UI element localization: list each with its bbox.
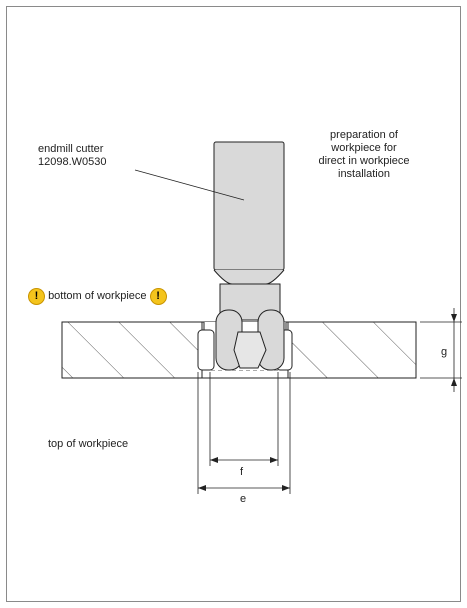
prep-line1: preparation of — [330, 129, 398, 141]
cutter-label-line1: endmill cutter — [38, 143, 104, 155]
bottom-label-text: bottom of workpiece — [48, 290, 147, 302]
dimension-g — [420, 308, 462, 392]
bottom-of-workpiece-label: ! bottom of workpiece ! — [28, 288, 167, 305]
cutter-label-line2: 12098.W0530 — [38, 156, 107, 168]
dimension-e-label: e — [240, 493, 247, 505]
prep-line3: direct in workpiece — [318, 155, 410, 167]
dimension-f — [209, 372, 279, 466]
dimension-e — [197, 372, 291, 494]
dimension-f-label: f — [240, 466, 244, 478]
prep-line2: workpiece for — [331, 142, 397, 154]
preparation-note: preparation of workpiece for direct in w… — [300, 129, 428, 181]
cutter-label: endmill cutter 12098.W0530 — [38, 143, 107, 169]
top-of-workpiece-label: top of workpiece — [48, 438, 129, 450]
dimension-g-label: g — [441, 346, 448, 358]
exclamation-icon: ! — [149, 288, 167, 305]
endmill-cutter — [213, 141, 285, 371]
exclamation-icon: ! — [28, 288, 45, 305]
prep-line4: installation — [338, 168, 390, 180]
cutter-leader-line — [134, 169, 245, 201]
